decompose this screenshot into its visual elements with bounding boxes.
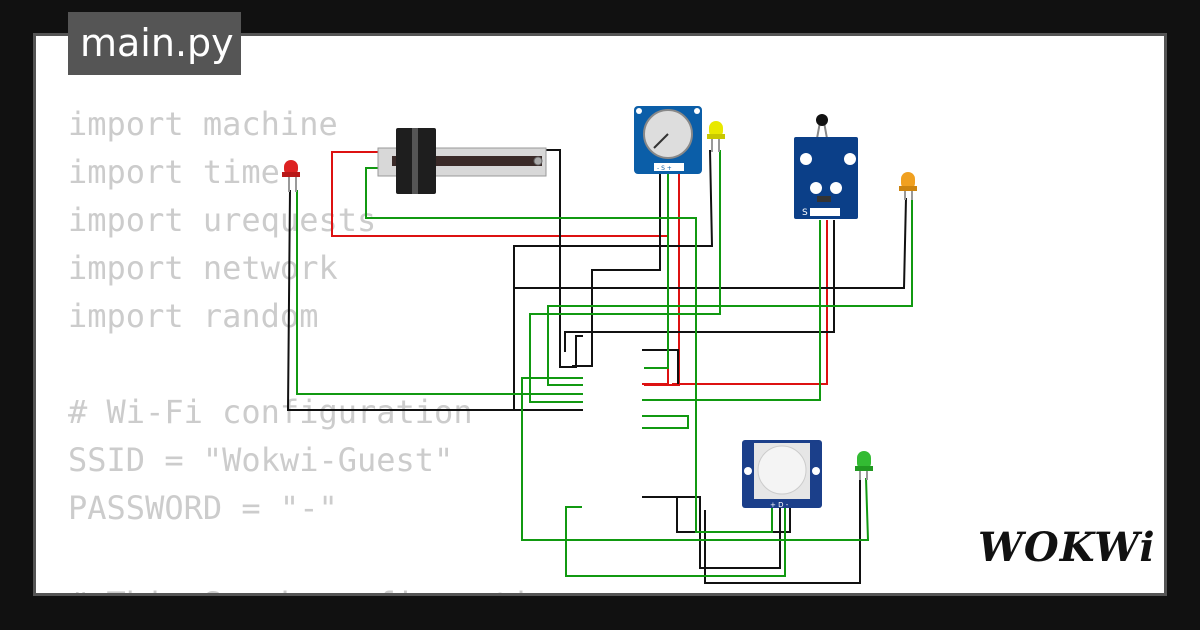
pot-pin-labels: - S + bbox=[657, 165, 672, 172]
red-led[interactable] bbox=[282, 160, 300, 192]
code-line: import random bbox=[68, 297, 319, 335]
rotary-potentiometer[interactable] bbox=[634, 106, 702, 174]
wokwi-logo: WOKWi bbox=[978, 524, 1156, 571]
slide-potentiometer[interactable] bbox=[377, 128, 547, 194]
bottom-border bbox=[0, 596, 1200, 630]
pir-motion-sensor[interactable] bbox=[742, 440, 822, 508]
code-line: import network bbox=[68, 249, 338, 287]
temp-pin-labels: S - bbox=[802, 208, 814, 218]
code-line: SSID = "Wokwi-Guest" bbox=[68, 441, 454, 479]
yellow-led[interactable] bbox=[707, 121, 725, 152]
code-line: import machine bbox=[68, 105, 338, 143]
code-line: import time bbox=[68, 153, 280, 191]
code-line: # Wi-Fi configuration bbox=[68, 393, 473, 431]
green-wires bbox=[296, 150, 913, 577]
pir-pin-labels: + D - bbox=[770, 501, 789, 509]
bottom-frame-edge bbox=[33, 593, 1167, 596]
green-led[interactable] bbox=[855, 451, 873, 480]
orange-led[interactable] bbox=[899, 172, 917, 200]
code-line: PASSWORD = "-" bbox=[68, 489, 338, 527]
file-tab-label: main.py bbox=[80, 21, 234, 65]
red-wires bbox=[331, 151, 828, 386]
file-tab[interactable]: main.py bbox=[68, 12, 241, 75]
ntc-temperature-sensor[interactable] bbox=[794, 114, 858, 219]
black-wires bbox=[286, 149, 907, 584]
